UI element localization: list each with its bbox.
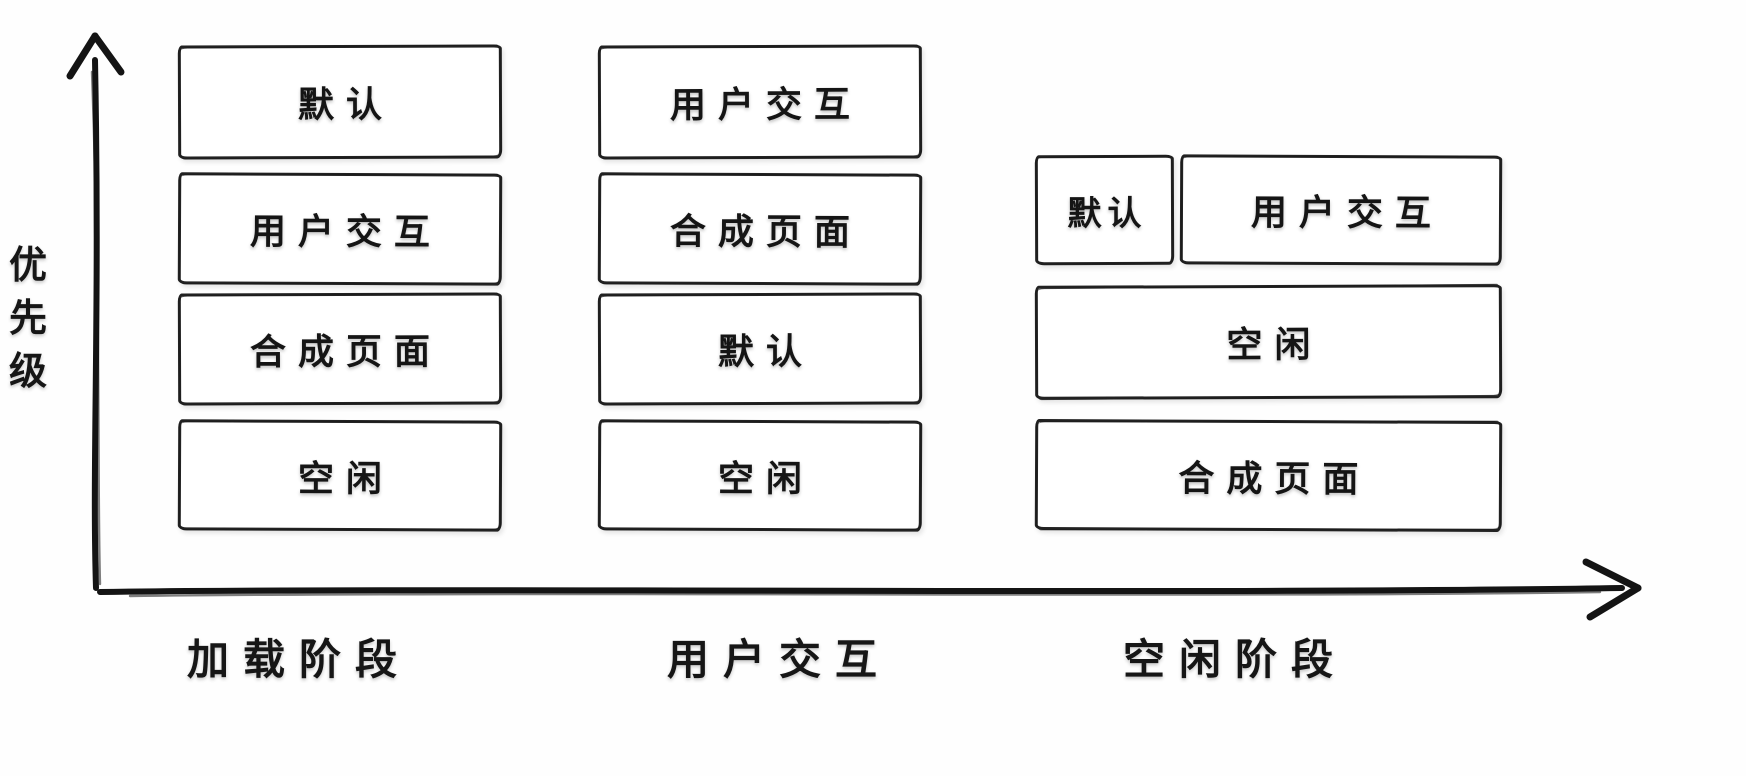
loading-box-idle: 空闲 [177,419,503,532]
loading-box-default: 默认 [177,44,503,160]
x-axis-label-interaction: 用户交互 [666,636,892,683]
y-axis-label: 优先级 [8,245,47,394]
idle-box-default: 默认 [1034,154,1175,266]
interaction-box-idle: 空闲 [597,419,923,532]
loading-box-composite: 合成页面 [177,292,503,406]
interaction-box-composite: 合成页面 [597,172,923,286]
x-axis-label-loading: 加载阶段 [186,636,412,683]
interaction-box-default: 默认 [597,292,923,406]
loading-box-interaction: 用户交互 [177,172,503,286]
idle-box-interaction: 用户交互 [1179,154,1503,266]
x-axis-label-idle: 空闲阶段 [1122,636,1348,683]
idle-box-composite: 合成页面 [1034,418,1503,533]
idle-box-idle: 空闲 [1034,284,1503,400]
interaction-box-interaction: 用户交互 [597,44,923,160]
